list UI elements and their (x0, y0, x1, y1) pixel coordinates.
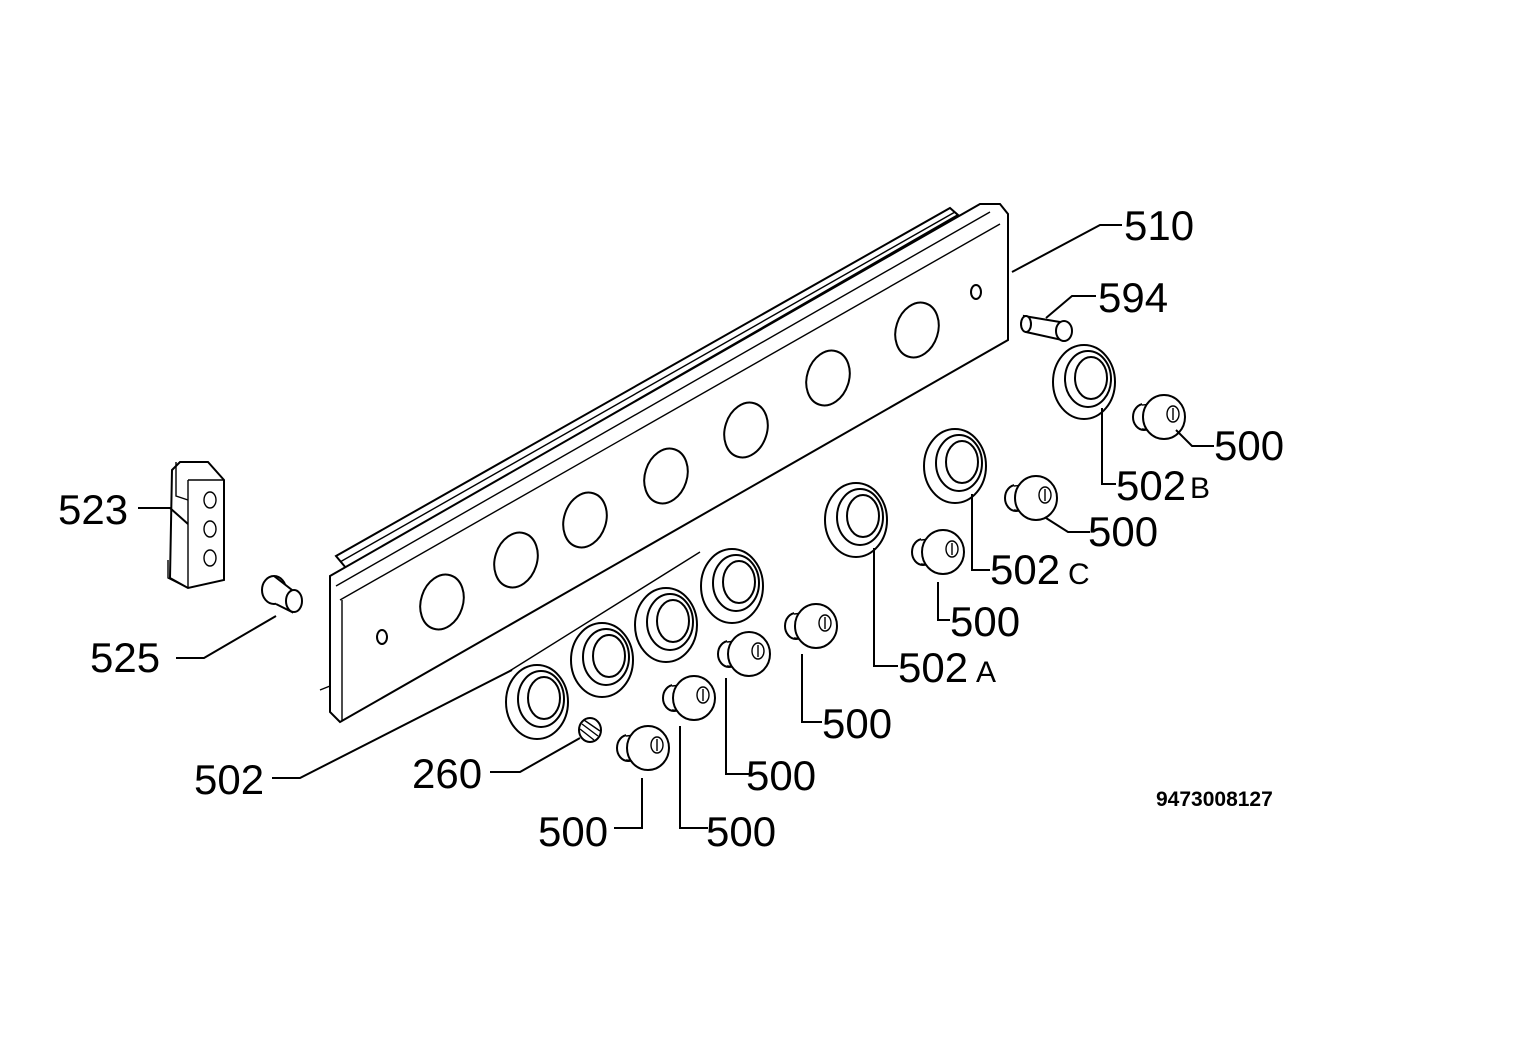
leader-lines (138, 224, 1214, 829)
label-502: 502 (194, 756, 264, 803)
label-500-knob-1: 500 (538, 808, 608, 855)
side-bracket (167, 461, 225, 590)
label-502c: 502 (990, 546, 1060, 593)
label-502a-suffix: A (976, 656, 996, 689)
label-500-knob-7: 500 (1214, 422, 1284, 469)
drawing-number: 9473008127 (1156, 788, 1273, 811)
bezel-a (824, 482, 888, 558)
label-502c-suffix: C (1068, 558, 1090, 591)
label-510: 510 (1124, 202, 1194, 249)
knob-2 (662, 675, 716, 721)
label-525: 525 (90, 634, 160, 681)
panel-knob-holes (419, 301, 940, 631)
bezel-c (923, 428, 987, 504)
label-500-knob-3: 500 (746, 752, 816, 799)
label-500-knob-2: 500 (706, 808, 776, 855)
control-panel (319, 203, 1009, 724)
label-260: 260 (412, 750, 482, 797)
label-500-knob-5: 500 (950, 598, 1020, 645)
label-523: 523 (58, 486, 128, 533)
label-502b: 502 (1116, 462, 1186, 509)
label-502a: 502 (898, 644, 968, 691)
knob-6 (1004, 475, 1058, 521)
spring (578, 717, 602, 743)
knob-1 (616, 725, 670, 771)
switch-pin (1020, 314, 1073, 342)
knob-5 (911, 529, 965, 575)
label-500-knob-4: 500 (822, 700, 892, 747)
bezel-b (1052, 344, 1116, 420)
bezel-group (505, 548, 764, 740)
bracket-screw (261, 575, 303, 614)
label-594: 594 (1098, 274, 1168, 321)
label-502b-suffix: B (1190, 472, 1210, 505)
knob-3 (717, 631, 771, 677)
knob-4 (784, 603, 838, 649)
label-500-knob-6: 500 (1088, 508, 1158, 555)
part-labels: 510 594 523 525 502 260 500 500 500 500 … (58, 202, 1284, 855)
